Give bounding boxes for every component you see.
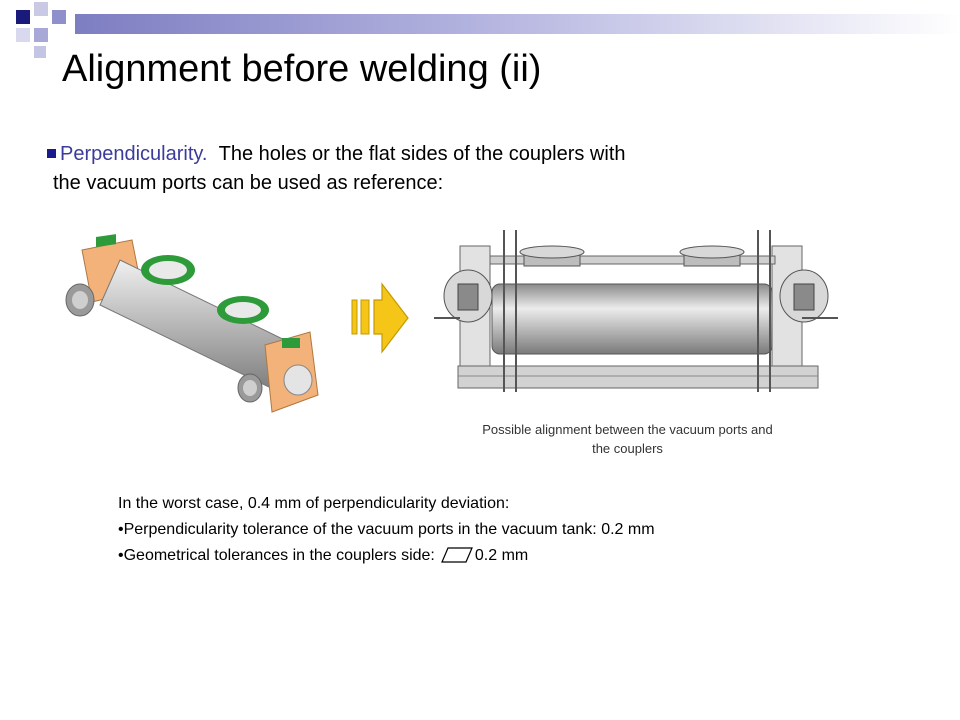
- banner-square-mid2: [34, 28, 48, 42]
- right-arrow-icon: [351, 282, 409, 354]
- coupler-tolerance-value: 0.2 mm: [474, 547, 529, 564]
- bullet-line-1: Perpendicularity. The holes or the flat …: [47, 142, 626, 166]
- worst-case-heading: In the worst case, 0.4 mm of perpendicul…: [118, 495, 510, 512]
- coupler-assembly-illustration: [65, 234, 319, 413]
- caption-line-2: the couplers: [592, 441, 663, 456]
- vacuum-tank-side-view: [434, 230, 838, 392]
- title-banner: [16, 2, 960, 58]
- banner-gradient-bar: [75, 14, 960, 34]
- slide-title: Alignment before welding (ii): [62, 48, 542, 90]
- figure-caption: Possible alignment between the vacuum po…: [440, 420, 815, 458]
- bullet-highlight: Perpendicularity.: [60, 143, 208, 165]
- banner-square-light: [34, 2, 48, 16]
- banner-square-pale: [16, 28, 30, 42]
- caption-line-1: Possible alignment between the vacuum po…: [482, 422, 773, 437]
- banner-square-mid: [52, 10, 66, 24]
- banner-square-small: [34, 46, 46, 58]
- flatness-tolerance-icon: [440, 547, 473, 563]
- bullet-text-2: the vacuum ports can be used as referenc…: [53, 172, 444, 194]
- coupler-tolerance-item: •Geometrical tolerances in the couplers …: [118, 546, 528, 566]
- banner-square-dark: [16, 10, 30, 24]
- vacuum-port-tolerance-item: •Perpendicularity tolerance of the vacuu…: [118, 521, 655, 538]
- bullet-text-1: The holes or the flat sides of the coupl…: [218, 143, 626, 165]
- square-bullet-icon: [47, 149, 56, 158]
- coupler-tolerance-label: •Geometrical tolerances in the couplers …: [118, 547, 435, 564]
